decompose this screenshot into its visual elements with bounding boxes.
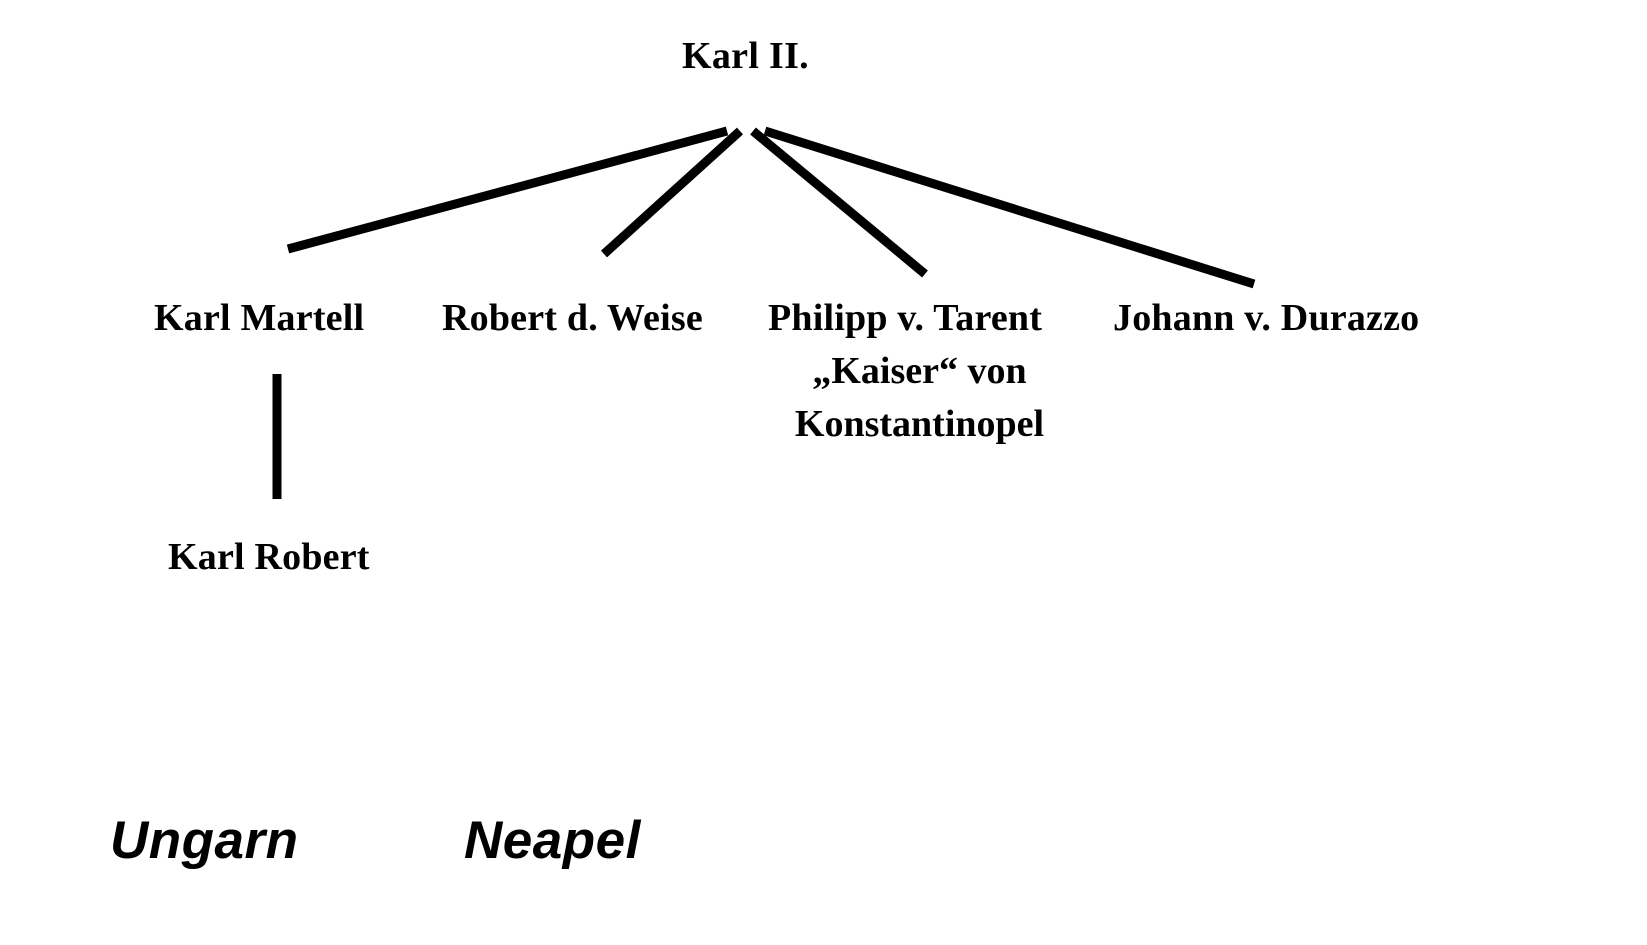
node-karl-ii: Karl II. — [682, 35, 809, 77]
node-karl-martell: Karl Martell — [154, 297, 365, 339]
node-philipp-v-tarent-subtitle-line-1: „Kaiser“ von — [812, 350, 1027, 392]
node-philipp-v-tarent: Philipp v. Tarent — [768, 297, 1043, 339]
edge-karl-ii-to-johann-v-durazzo — [763, 126, 1256, 289]
edge-karl-ii-to-robert-d-weise — [600, 127, 744, 258]
node-johann-v-durazzo: Johann v. Durazzo — [1113, 297, 1420, 339]
edge-karl-ii-to-karl-martell — [286, 126, 729, 254]
node-karl-robert: Karl Robert — [168, 536, 370, 578]
edge-karl-ii-to-philipp-v-tarent — [750, 127, 928, 278]
realm-label-neapel: Neapel — [464, 811, 641, 870]
realm-label-ungarn: Ungarn — [110, 811, 299, 870]
node-philipp-v-tarent-subtitle-line-2: Konstantinopel — [794, 403, 1045, 445]
node-robert-d-weise: Robert d. Weise — [442, 297, 703, 339]
